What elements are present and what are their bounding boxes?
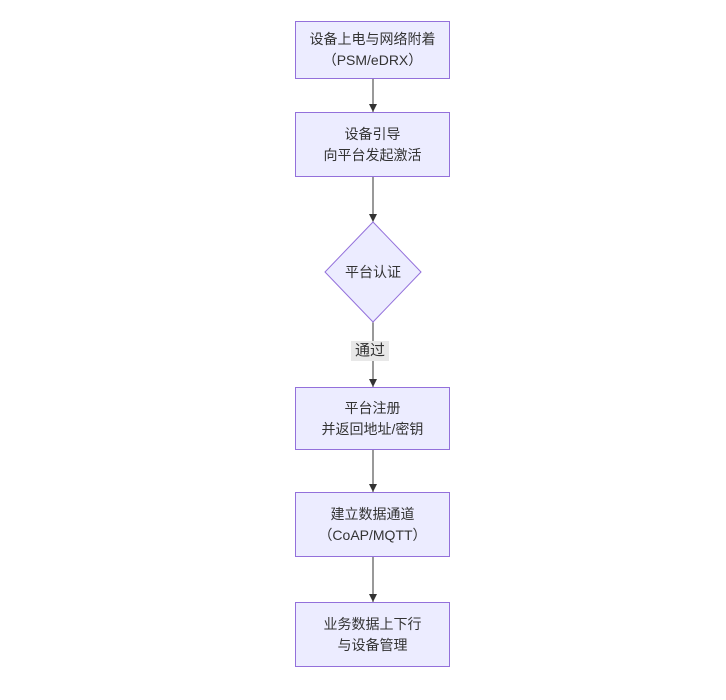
node-business-data-line1: 业务数据上下行: [323, 615, 422, 632]
decision-diamond-shape: [324, 221, 422, 323]
node-data-channel: 建立数据通道 （CoAP/MQTT）: [295, 492, 450, 557]
node-register: 平台注册 并返回地址/密钥: [295, 387, 450, 450]
node-data-channel-line1: 建立数据通道: [330, 505, 415, 522]
node-platform-auth-label: 平台认证: [323, 262, 423, 283]
node-business-data: 业务数据上下行 与设备管理: [295, 602, 450, 667]
node-bootstrap-line2: 向平台发起激活: [323, 146, 422, 163]
node-power-attach-line2: （PSM/eDRX）: [322, 52, 423, 68]
node-register-line2: 并返回地址/密钥: [321, 420, 424, 437]
node-platform-auth-line1: 平台认证: [345, 264, 401, 280]
node-bootstrap: 设备引导 向平台发起激活: [295, 112, 450, 177]
node-power-attach-line1: 设备上电与网络附着: [309, 31, 436, 47]
node-bootstrap-line1: 设备引导: [344, 125, 401, 142]
edge-label-pass: 通过: [351, 341, 390, 361]
node-power-attach: 设备上电与网络附着 （PSM/eDRX）: [295, 21, 450, 79]
node-business-data-line2: 与设备管理: [337, 636, 408, 653]
node-register-line1: 平台注册: [344, 399, 401, 416]
node-data-channel-line2: （CoAP/MQTT）: [318, 526, 427, 543]
